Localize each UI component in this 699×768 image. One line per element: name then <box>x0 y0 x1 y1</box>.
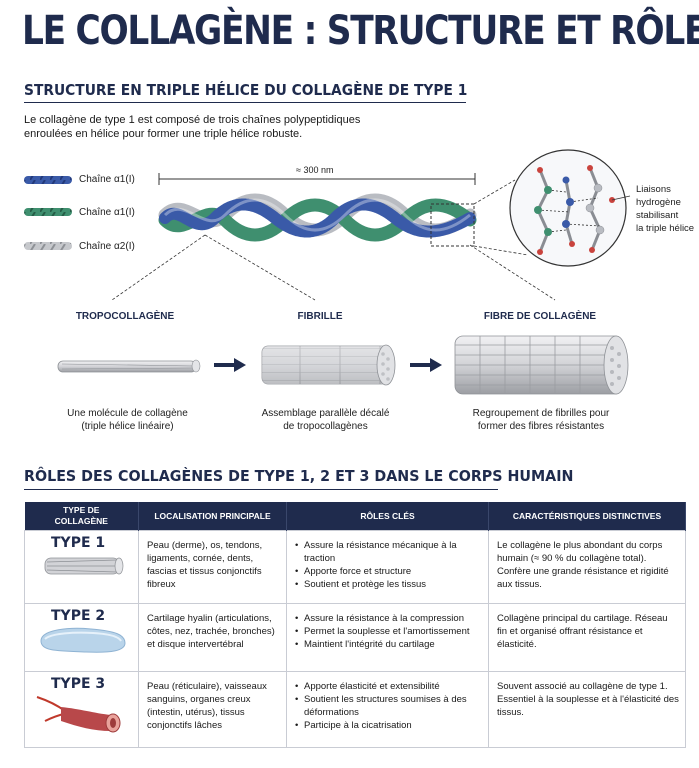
type-name: TYPE 3 <box>51 676 106 692</box>
page-title: LE COLLAGÈNE : STRUCTURE ET RÔLES <box>22 8 699 54</box>
hydrogen-bond-zoom <box>509 149 627 267</box>
section-roles-rule <box>24 489 498 490</box>
zoom-box <box>430 203 475 247</box>
tropocollagen-illustration <box>57 359 201 373</box>
cartilage-disc-icon <box>40 627 126 653</box>
collagen-fibre-illustration <box>454 335 629 395</box>
legend-label-alpha1-blue: Chaîne α1(I) <box>79 174 135 185</box>
role-item: Apporte élasticité et extensibilité <box>295 680 482 693</box>
type-cell: TYPE 2 <box>24 603 139 672</box>
legend-swatch-alpha1-green <box>24 208 72 216</box>
role-item: Maintient l'intégrité du cartilage <box>295 638 482 651</box>
dimension-label: ≈ 300 nm <box>296 165 334 175</box>
caracteristiques-cell: Le collagène le plus abondant du corps h… <box>488 530 686 604</box>
triple-helix <box>158 193 477 242</box>
table-row: TYPE 3 Peau (réticulaire), vaisseaux san… <box>24 671 686 748</box>
structure-illustration <box>24 149 631 395</box>
blood-vessel-icon <box>36 696 121 733</box>
collagen-fibre-bundle-icon <box>44 557 124 575</box>
arrow-icon-2 <box>410 358 442 372</box>
hydrogen-bond-label: Liaisons hydrogène stabilisant la triple… <box>636 184 695 234</box>
roles-table: TYPE DE COLLAGÈNE LOCALISATION PRINCIPAL… <box>24 502 686 748</box>
fibril-illustration <box>261 344 396 386</box>
intro-text: Le collagène de type 1 est composé de tr… <box>24 114 361 140</box>
header-localisation: LOCALISATION PRINCIPALE <box>138 502 287 531</box>
header-caracteristiques: CARACTÉRISTIQUES DISTINCTIVES <box>488 502 686 531</box>
type-name: TYPE 2 <box>51 608 106 624</box>
roles-cell: Assure la résistance à la compression Pe… <box>286 603 489 672</box>
stage-title-tropocollagene: TROPOCOLLAGÈNE <box>75 311 175 322</box>
role-item: Assure la résistance à la compression <box>295 612 482 625</box>
roles-cell: Assure la résistance mécanique à la trac… <box>286 530 489 604</box>
legend-label-alpha2-grey: Chaîne α2(I) <box>79 241 135 252</box>
localisation-cell: Peau (réticulaire), vaisseaux sanguins, … <box>138 671 287 748</box>
arrow-icon-1 <box>214 358 246 372</box>
localisation-cell: Peau (derme), os, tendons, ligaments, co… <box>138 530 287 604</box>
type-cell: TYPE 1 <box>24 530 139 604</box>
stage-title-fibre: FIBRE DE COLLAGÈNE <box>483 311 597 322</box>
table-row: TYPE 1 Peau (derme), os, tendons, ligame… <box>24 530 686 604</box>
caracteristiques-cell: Collagène principal du cartilage. Réseau… <box>488 603 686 672</box>
table-row: TYPE 2 Cartilage hyalin (articulations, … <box>24 603 686 672</box>
legend-swatch-alpha1-blue <box>24 176 72 184</box>
type-name: TYPE 1 <box>51 535 106 551</box>
legend-swatch-alpha2-grey <box>24 242 72 250</box>
role-item: Permet la souplesse et l'amortissement <box>295 625 482 638</box>
roles-cell: Apporte élasticité et extensibilité Sout… <box>286 671 489 748</box>
section-structure-rule <box>24 102 466 103</box>
role-item: Soutient les structures soumises à des d… <box>295 693 482 719</box>
stage-title-fibrille: FIBRILLE <box>297 311 343 322</box>
role-item: Apporte force et structure <box>295 565 482 578</box>
section-structure-title: STRUCTURE EN TRIPLE HÉLICE DU COLLAGÈNE … <box>24 81 468 99</box>
role-item: Assure la résistance mécanique à la trac… <box>295 539 482 565</box>
type-cell: TYPE 3 <box>24 671 139 748</box>
stage-desc-tropocollagene: Une molécule de collagène(triple hélice … <box>67 408 188 432</box>
role-item: Soutient et protège les tissus <box>295 578 482 591</box>
table-header-row: TYPE DE COLLAGÈNE LOCALISATION PRINCIPAL… <box>24 502 686 531</box>
header-roles: RÔLES CLÉS <box>286 502 489 531</box>
legend-label-alpha1-green: Chaîne α1(I) <box>79 207 135 218</box>
section-roles-title: RÔLES DES COLLAGÈNES DE TYPE 1, 2 ET 3 D… <box>24 467 574 485</box>
header-type: TYPE DE COLLAGÈNE <box>24 502 139 531</box>
role-item: Participe à la cicatrisation <box>295 719 482 732</box>
localisation-cell: Cartilage hyalin (articulations, côtes, … <box>138 603 287 672</box>
caracteristiques-cell: Souvent associé au collagène de type 1. … <box>488 671 686 748</box>
